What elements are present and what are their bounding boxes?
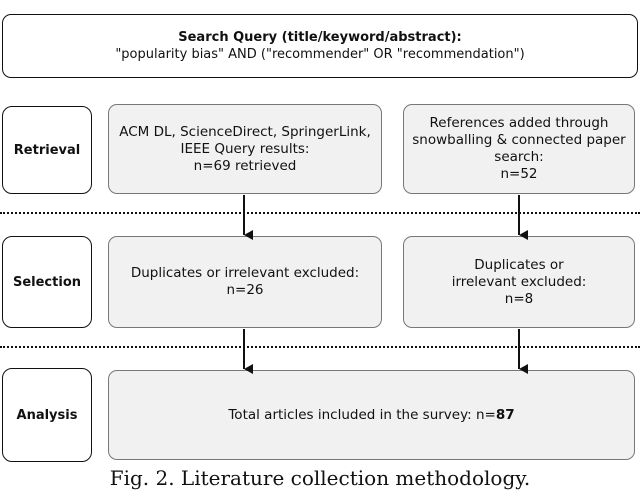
- retrieval-left-line: ACM DL, ScienceDirect, SpringerLink,: [119, 123, 371, 140]
- selection-left-line: n=26: [226, 282, 264, 298]
- analysis-total-text: Total articles included in the survey: n…: [228, 406, 496, 423]
- stage-retrieval: Retrieval: [2, 106, 92, 194]
- retrieval-database-results-box: ACM DL, ScienceDirect, SpringerLink, IEE…: [108, 104, 382, 194]
- selection-right-exclusion-box: Duplicates or irrelevant excluded: n=8: [403, 236, 635, 328]
- stage-separator: [0, 346, 640, 348]
- retrieval-right-line: snowballing & connected paper: [412, 132, 626, 148]
- analysis-total-line: Total articles included in the survey: n…: [228, 407, 514, 424]
- retrieval-left-line: IEEE Query results:: [180, 140, 310, 157]
- selection-right-line: Duplicates or: [474, 256, 564, 273]
- analysis-total-box: Total articles included in the survey: n…: [108, 370, 635, 460]
- retrieval-right-line: search:: [494, 149, 544, 165]
- retrieval-snowballing-box: References added through snowballing & c…: [403, 104, 635, 194]
- retrieval-left-line: n=69 retrieved: [193, 157, 297, 174]
- stage-analysis: Analysis: [2, 368, 92, 462]
- analysis-total-count: 87: [495, 406, 515, 423]
- retrieval-right-line: n=52: [500, 166, 538, 182]
- search-query-box: Search Query (title/keyword/abstract): "…: [2, 14, 638, 78]
- selection-left-exclusion-box: Duplicates or irrelevant excluded: n=26: [108, 236, 382, 328]
- selection-right-line: irrelevant excluded:: [451, 273, 587, 290]
- search-query-text: "popularity bias" AND ("recommender" OR …: [115, 47, 525, 62]
- stage-separator: [0, 212, 640, 214]
- search-query-title: Search Query (title/keyword/abstract):: [178, 30, 462, 45]
- retrieval-right-line: References added through: [429, 115, 609, 131]
- selection-left-line: Duplicates or irrelevant excluded:: [130, 265, 360, 281]
- figure-caption: Fig. 2. Literature collection methodolog…: [109, 466, 531, 490]
- stage-selection: Selection: [2, 236, 92, 328]
- selection-right-line: n=8: [504, 290, 534, 307]
